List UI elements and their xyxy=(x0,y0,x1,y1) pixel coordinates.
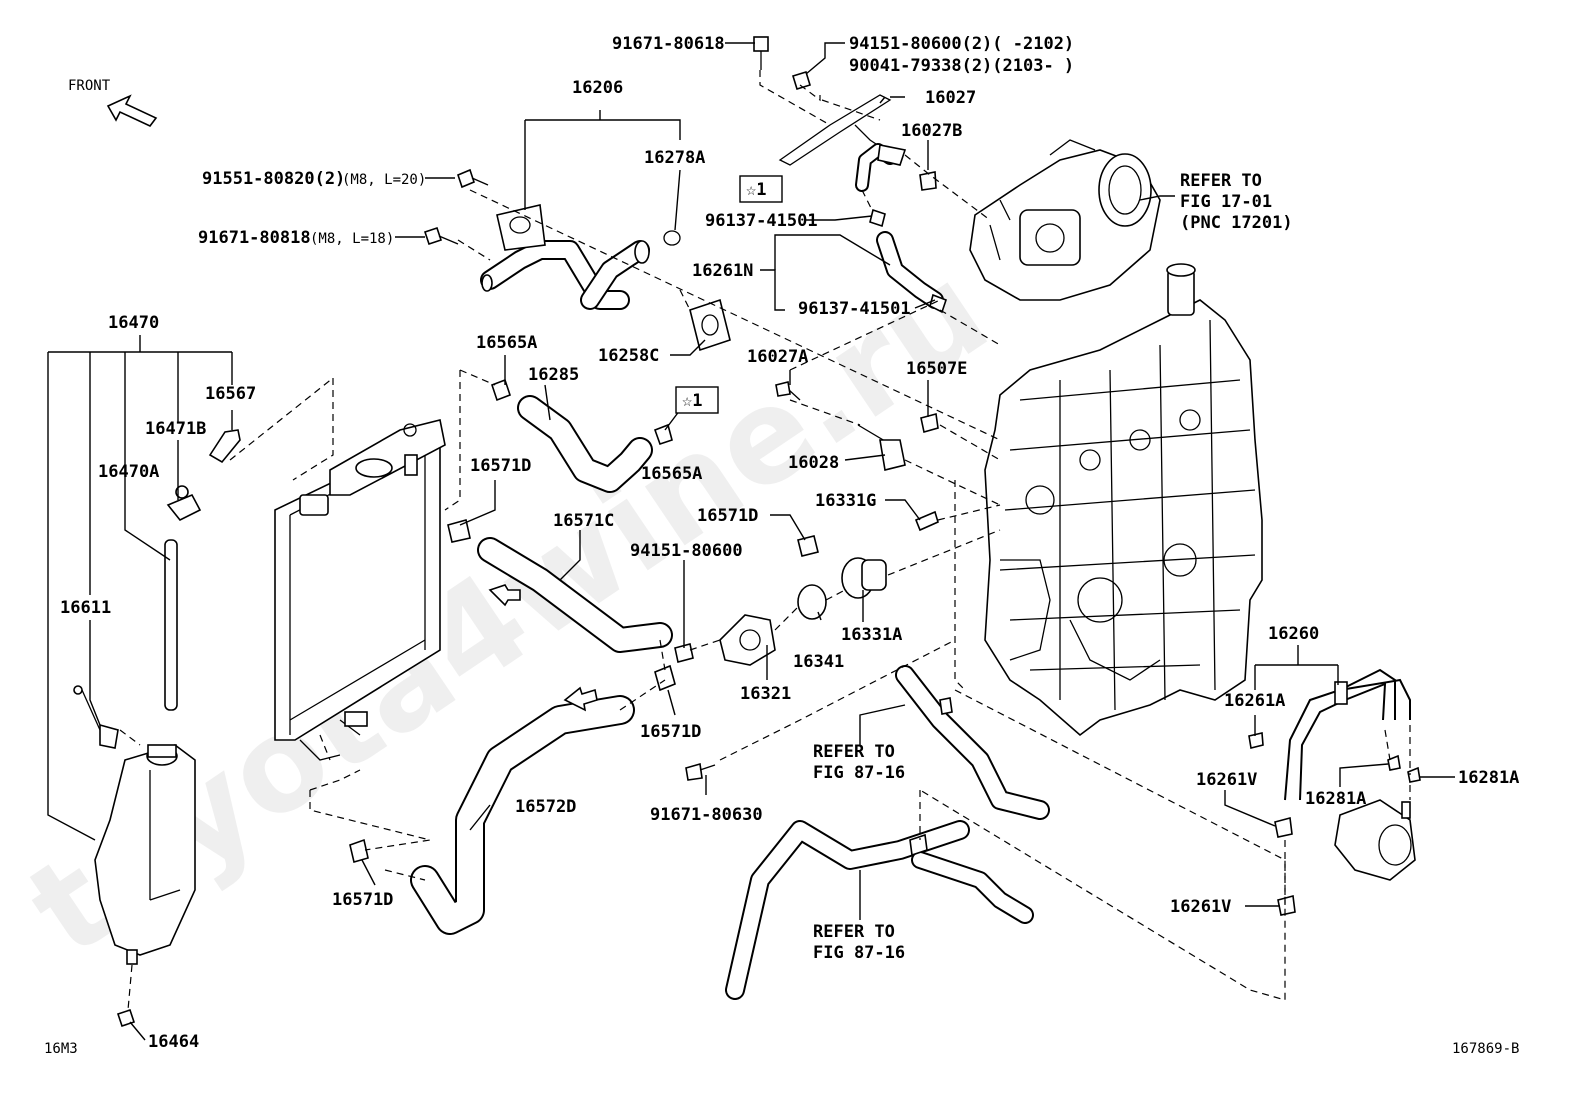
flow-arrow-icon xyxy=(488,584,521,607)
bolt-91671-80818-drawing xyxy=(423,226,459,246)
part-label: 94151-80600(2)( -2102) xyxy=(849,34,1074,54)
front-label: FRONT xyxy=(68,78,111,94)
leader-lines xyxy=(47,42,1455,1041)
flow-arrow-icon xyxy=(563,686,598,712)
bolt-91551-drawing xyxy=(457,168,489,189)
clamps-drawing xyxy=(349,378,1296,916)
water-inlet-16321-drawing xyxy=(719,614,776,666)
part-label: 16028 xyxy=(788,453,839,473)
water-outlet-pipe-drawing xyxy=(480,204,650,310)
part-label: 16258C xyxy=(598,346,659,366)
part-label: 90041-79338(2)(2103- ) xyxy=(849,56,1074,76)
water-valve-drawing xyxy=(1334,754,1421,881)
part-label: 16565A xyxy=(476,333,537,353)
part-label: 16571D xyxy=(697,506,758,526)
refer-fig-87-16-a-line1: REFER TO xyxy=(813,742,895,762)
engine-block-drawing xyxy=(984,263,1263,737)
part-label: 16260 xyxy=(1268,624,1319,644)
radiator-drawing xyxy=(274,419,446,761)
refer-fig-17-01-line2: FIG 17-01 xyxy=(1180,192,1272,212)
part-label: 16611 xyxy=(60,598,111,618)
part-label: 16027A xyxy=(747,347,808,367)
part-label: 16261N xyxy=(692,261,753,281)
turbocharger-drawing xyxy=(969,139,1161,301)
thermostat-16331a-drawing xyxy=(841,557,887,599)
star-ref-box-1: ☆1 xyxy=(739,175,783,203)
sensor-16331g-drawing xyxy=(914,510,939,532)
turbo-hose-16261n-drawing xyxy=(869,208,948,314)
part-label: 16571D xyxy=(332,890,393,910)
part-label: 16281A xyxy=(1305,789,1366,809)
part-label: 16471B xyxy=(145,419,206,439)
part-label: 16507E xyxy=(906,359,967,379)
reservoir-tank-drawing xyxy=(73,685,196,965)
part-label: 91551-80820(2) xyxy=(202,169,345,189)
part-label: 91671-80818 xyxy=(198,228,311,248)
overflow-pipe-drawing xyxy=(164,539,178,711)
part-label: 96137-41501 xyxy=(798,299,911,319)
part-label: 91671-80630 xyxy=(650,805,763,825)
part-label: 16571D xyxy=(640,722,701,742)
refer-fig-87-16-b-line2: FIG 87-16 xyxy=(813,943,905,963)
refer-fig-17-01-line3: (PNC 17201) xyxy=(1180,213,1293,233)
heater-hose-b-drawing xyxy=(725,820,1034,1000)
nut-94151-80600-drawing xyxy=(674,643,694,663)
refer-fig-17-01-line1: REFER TO xyxy=(1180,171,1262,191)
gasket-16258c-drawing xyxy=(689,298,731,352)
hose-16571c-drawing xyxy=(477,537,673,653)
part-label: 16464 xyxy=(148,1032,199,1052)
star-ref-box-2: ☆1 xyxy=(675,386,719,414)
diagram-code-left: 16M3 xyxy=(44,1041,78,1057)
part-label: 94151-80600 xyxy=(630,541,743,561)
nut-94151-drawing xyxy=(792,71,811,90)
part-label: 16470 xyxy=(108,313,159,333)
part-label: 91671-80618 xyxy=(612,34,725,54)
bolt-91671-80630-drawing xyxy=(685,762,716,781)
reservoir-cap-drawing xyxy=(166,429,241,522)
part-label: 16565A xyxy=(641,464,702,484)
part-label: 16261A xyxy=(1224,691,1285,711)
turbo-water-pipe-16027-drawing xyxy=(778,94,937,192)
front-arrow-icon xyxy=(106,94,158,127)
refer-fig-87-16-a-line2: FIG 87-16 xyxy=(813,763,905,783)
bolt-91671-80618-drawing xyxy=(753,36,769,70)
refer-fig-87-16-b-line1: REFER TO xyxy=(813,922,895,942)
part-label: 16321 xyxy=(740,684,791,704)
part-label: 16278A xyxy=(644,148,705,168)
part-spec: (M8, L=20) xyxy=(342,172,426,188)
svg-text:☆1: ☆1 xyxy=(746,180,766,200)
part-label: 16206 xyxy=(572,78,623,98)
part-label: 16567 xyxy=(205,384,256,404)
part-label: 16331G xyxy=(815,491,876,511)
part-label: 16571C xyxy=(553,511,614,531)
hose-16285-drawing xyxy=(517,395,653,493)
hose-16260-drawing xyxy=(1284,668,1411,801)
part-label: 16331A xyxy=(841,625,902,645)
part-label: 16281A xyxy=(1458,768,1519,788)
part-label: 16341 xyxy=(793,652,844,672)
joint-16028-drawing xyxy=(857,424,906,471)
part-label: 16261V xyxy=(1170,897,1231,917)
hose-16572d-drawing xyxy=(410,695,635,935)
heater-hose-a-drawing xyxy=(895,665,1050,820)
o-ring-16278a-drawing xyxy=(663,230,681,246)
dashed-reference-lines xyxy=(119,70,1411,1011)
part-label: 16285 xyxy=(528,365,579,385)
part-label: 16027 xyxy=(925,88,976,108)
part-label: 16470A xyxy=(98,462,159,482)
part-label: 16027B xyxy=(901,121,962,141)
part-label: 16571D xyxy=(470,456,531,476)
part-label: 16261V xyxy=(1196,770,1257,790)
part-label: 96137-41501 xyxy=(705,211,818,231)
part-label: 16572D xyxy=(515,797,576,817)
svg-text:☆1: ☆1 xyxy=(682,391,702,411)
part-spec: (M8, L=18) xyxy=(310,231,394,247)
bolt-16027a-drawing xyxy=(775,381,801,401)
diagram-code-right: 167869-B xyxy=(1452,1041,1519,1057)
gasket-16341-drawing xyxy=(797,584,827,620)
